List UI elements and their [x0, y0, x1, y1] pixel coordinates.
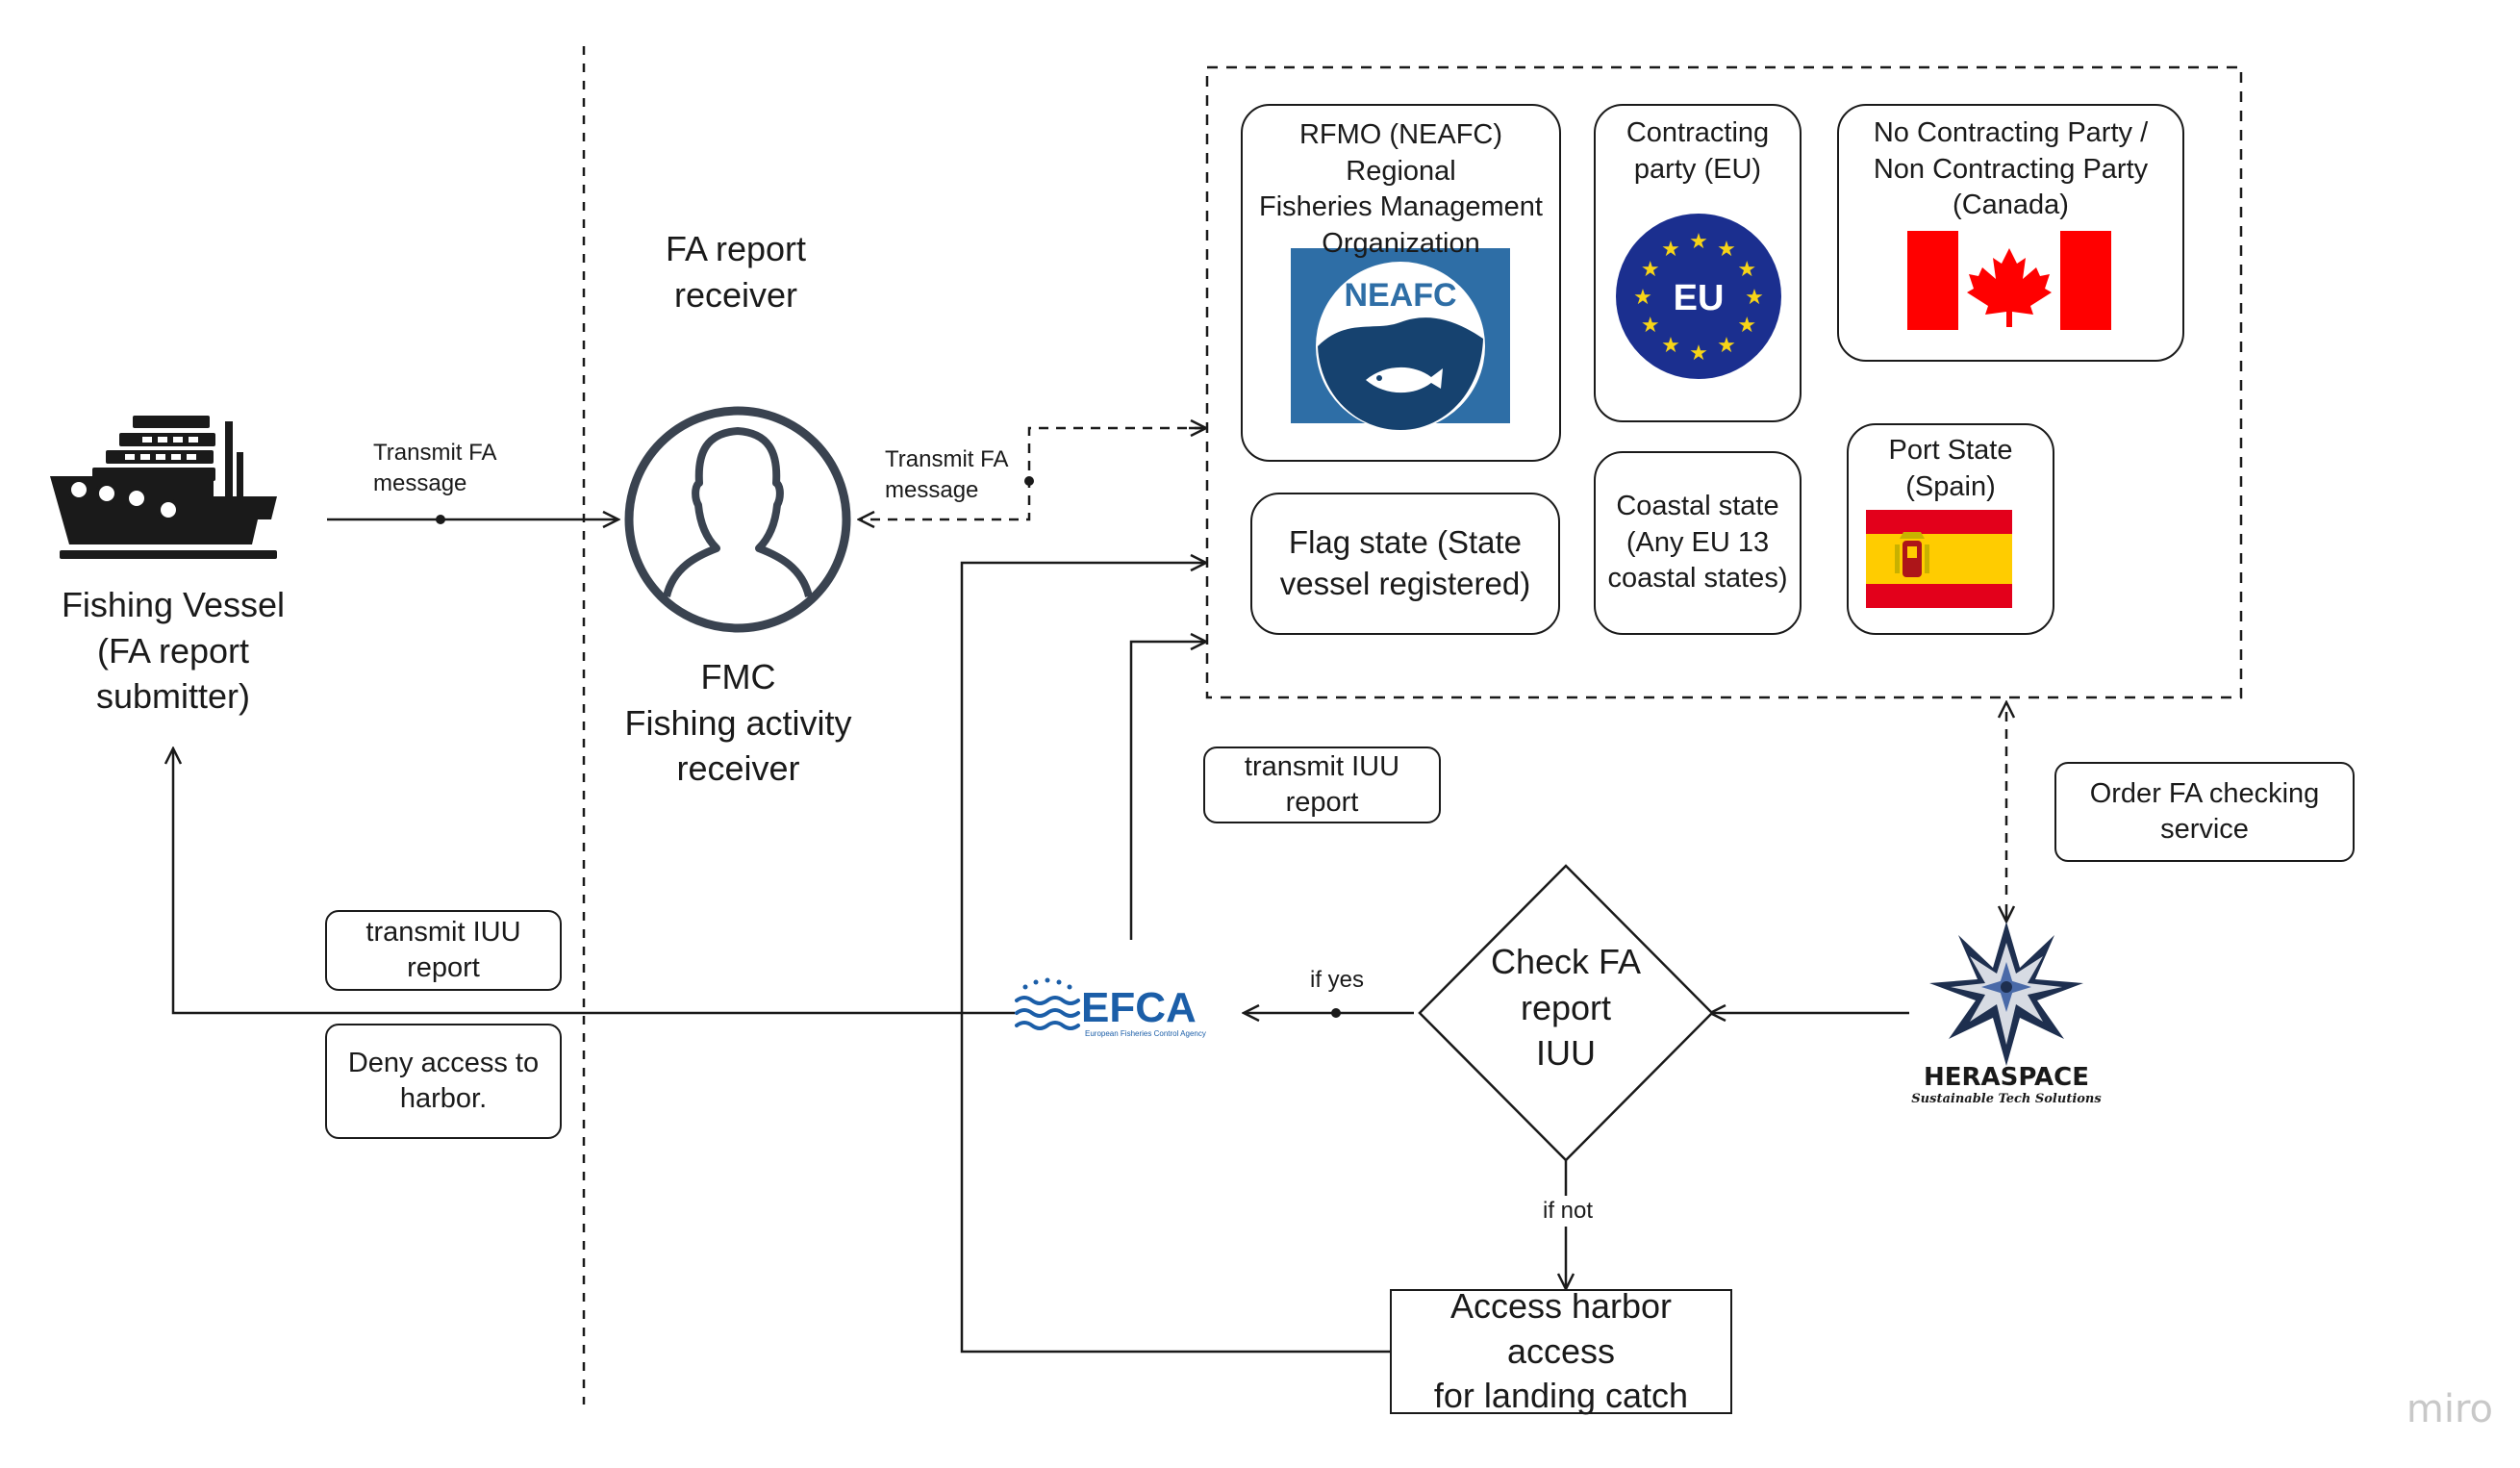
- node-flag-state-label: Flag state (State vessel registered): [1279, 524, 1531, 601]
- fmc-heading: FA report receiver: [665, 229, 807, 315]
- decision-label: Check FA report IUU: [1490, 942, 1642, 1074]
- note-transmit-iuu-right[interactable]: transmit IUU report: [1203, 747, 1441, 823]
- eu-star-icon: ★: [1641, 258, 1660, 282]
- efca-logo-text: EFCA: [1081, 984, 1197, 1031]
- eu-star-icon: ★: [1641, 314, 1660, 338]
- note-deny-access-text: Deny access to harbor.: [347, 1047, 540, 1114]
- node-contracting-party-eu-label: Contracting party (EU): [1625, 117, 1770, 185]
- node-contracting-party-eu[interactable]: Contracting party (EU): [1594, 104, 1802, 422]
- eu-star-icon: ★: [1661, 334, 1680, 358]
- node-harbor-access-label: Access harbor access for landing catch: [1433, 1285, 1689, 1416]
- efca-logo: EFCA European Fisheries Control Agency: [1015, 977, 1206, 1038]
- person-icon: [624, 406, 851, 633]
- neafc-logo-text: NEAFC: [1344, 277, 1456, 314]
- note-order-fa-checking[interactable]: Order FA checking service: [2054, 762, 2355, 862]
- eu-logo-text: EU: [1674, 278, 1725, 318]
- edge-efca-to-vessel: [173, 748, 1015, 1015]
- vessel-label: Fishing Vessel (FA report submitter): [61, 585, 286, 717]
- eu-star-icon: ★: [1689, 342, 1708, 366]
- edge-dot: [1331, 1008, 1341, 1018]
- node-no-contracting-party-canada[interactable]: No Contracting Party / Non Contracting P…: [1837, 104, 2184, 362]
- edge-harbor-to-authorities: [960, 563, 1390, 1354]
- heraspace-logo-text: HERASPACE: [1924, 1063, 2089, 1092]
- node-port-state-spain[interactable]: Port State (Spain): [1847, 423, 2054, 635]
- node-coastal-state[interactable]: Coastal state (Any EU 13 coastal states): [1594, 451, 1802, 635]
- spain-flag-icon: [1866, 510, 2012, 608]
- note-deny-access[interactable]: Deny access to harbor.: [325, 1024, 562, 1139]
- note-transmit-iuu-right-text: transmit IUU report: [1244, 750, 1400, 818]
- eu-star-icon: ★: [1661, 238, 1680, 262]
- eu-star-icon: ★: [1745, 286, 1764, 310]
- node-rfmo-neafc-label: RFMO (NEAFC) Regional Fisheries Manageme…: [1259, 119, 1543, 260]
- node-port-state-spain-label: Port State (Spain): [1888, 435, 2013, 502]
- eu-star-icon: ★: [1737, 258, 1756, 282]
- edge-label-if-not: if not: [1510, 1196, 1625, 1227]
- node-flag-state[interactable]: Flag state (State vessel registered): [1250, 493, 1560, 635]
- efca-subtitle: European Fisheries Control Agency: [1085, 1029, 1206, 1038]
- note-transmit-iuu-left-text: transmit IUU report: [365, 916, 521, 983]
- ship-portholes-icon: [67, 478, 180, 521]
- edge-dot: [436, 515, 445, 524]
- edge-label-if-yes: if yes: [1309, 967, 1364, 993]
- heraspace-logo: HERASPACE Sustainable Tech Solutions: [1911, 922, 2102, 1106]
- edge-label-transmit-fa-2: Transmit FA message: [885, 446, 1009, 503]
- node-no-contracting-party-canada-label: No Contracting Party / Non Contracting P…: [1873, 117, 2149, 221]
- node-rfmo-neafc[interactable]: RFMO (NEAFC) Regional Fisheries Manageme…: [1241, 104, 1561, 462]
- edge-label-transmit-fa-1: Transmit FA message: [373, 440, 497, 496]
- eu-star-icon: ★: [1717, 334, 1736, 358]
- fmc-label: FMC Fishing activity receiver: [624, 657, 852, 789]
- neafc-logo: NEAFC: [1291, 248, 1510, 431]
- edge-dot: [1024, 476, 1034, 486]
- eu-star-icon: ★: [1737, 314, 1756, 338]
- ship-windows-icon: [125, 437, 198, 460]
- node-coastal-state-label: Coastal state (Any EU 13 coastal states): [1607, 490, 1788, 595]
- edge-efca-to-authorities: [1129, 642, 1206, 940]
- edge-fmc-authorities: [859, 426, 1204, 519]
- eu-star-icon: ★: [1689, 230, 1708, 254]
- eu-logo: ★★★★★★★★★★★★ EU: [1616, 214, 1781, 379]
- eu-star-icon: ★: [1717, 238, 1736, 262]
- canada-flag-icon: [1907, 231, 2111, 330]
- note-transmit-iuu-left[interactable]: transmit IUU report: [325, 910, 562, 991]
- decision-diamond[interactable]: [1418, 864, 1714, 1162]
- note-order-fa-checking-text: Order FA checking service: [2089, 777, 2320, 845]
- heraspace-tagline: Sustainable Tech Solutions: [1911, 1092, 2102, 1106]
- miro-watermark: miro: [2407, 1387, 2493, 1431]
- node-harbor-access[interactable]: Access harbor access for landing catch: [1390, 1286, 1732, 1415]
- eu-star-icon: ★: [1633, 286, 1652, 310]
- authorities-group: [1205, 65, 2243, 699]
